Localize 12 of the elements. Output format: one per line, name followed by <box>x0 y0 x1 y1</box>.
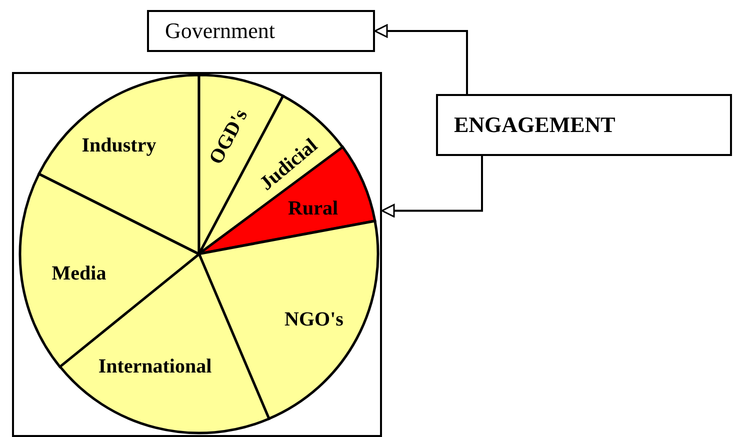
slice-label: Rural <box>288 197 338 220</box>
frame-box <box>12 72 382 437</box>
slice-label: Industry <box>82 134 156 158</box>
text-box <box>436 94 732 156</box>
slice-label: International <box>98 356 212 378</box>
slice-label: NGO's <box>284 308 344 332</box>
box-label: Government <box>165 18 275 44</box>
box-label: ENGAGEMENT <box>454 112 616 138</box>
text-box <box>147 10 375 52</box>
arrow <box>374 24 468 94</box>
arrow <box>381 156 483 218</box>
slice-label: Media <box>52 262 106 286</box>
